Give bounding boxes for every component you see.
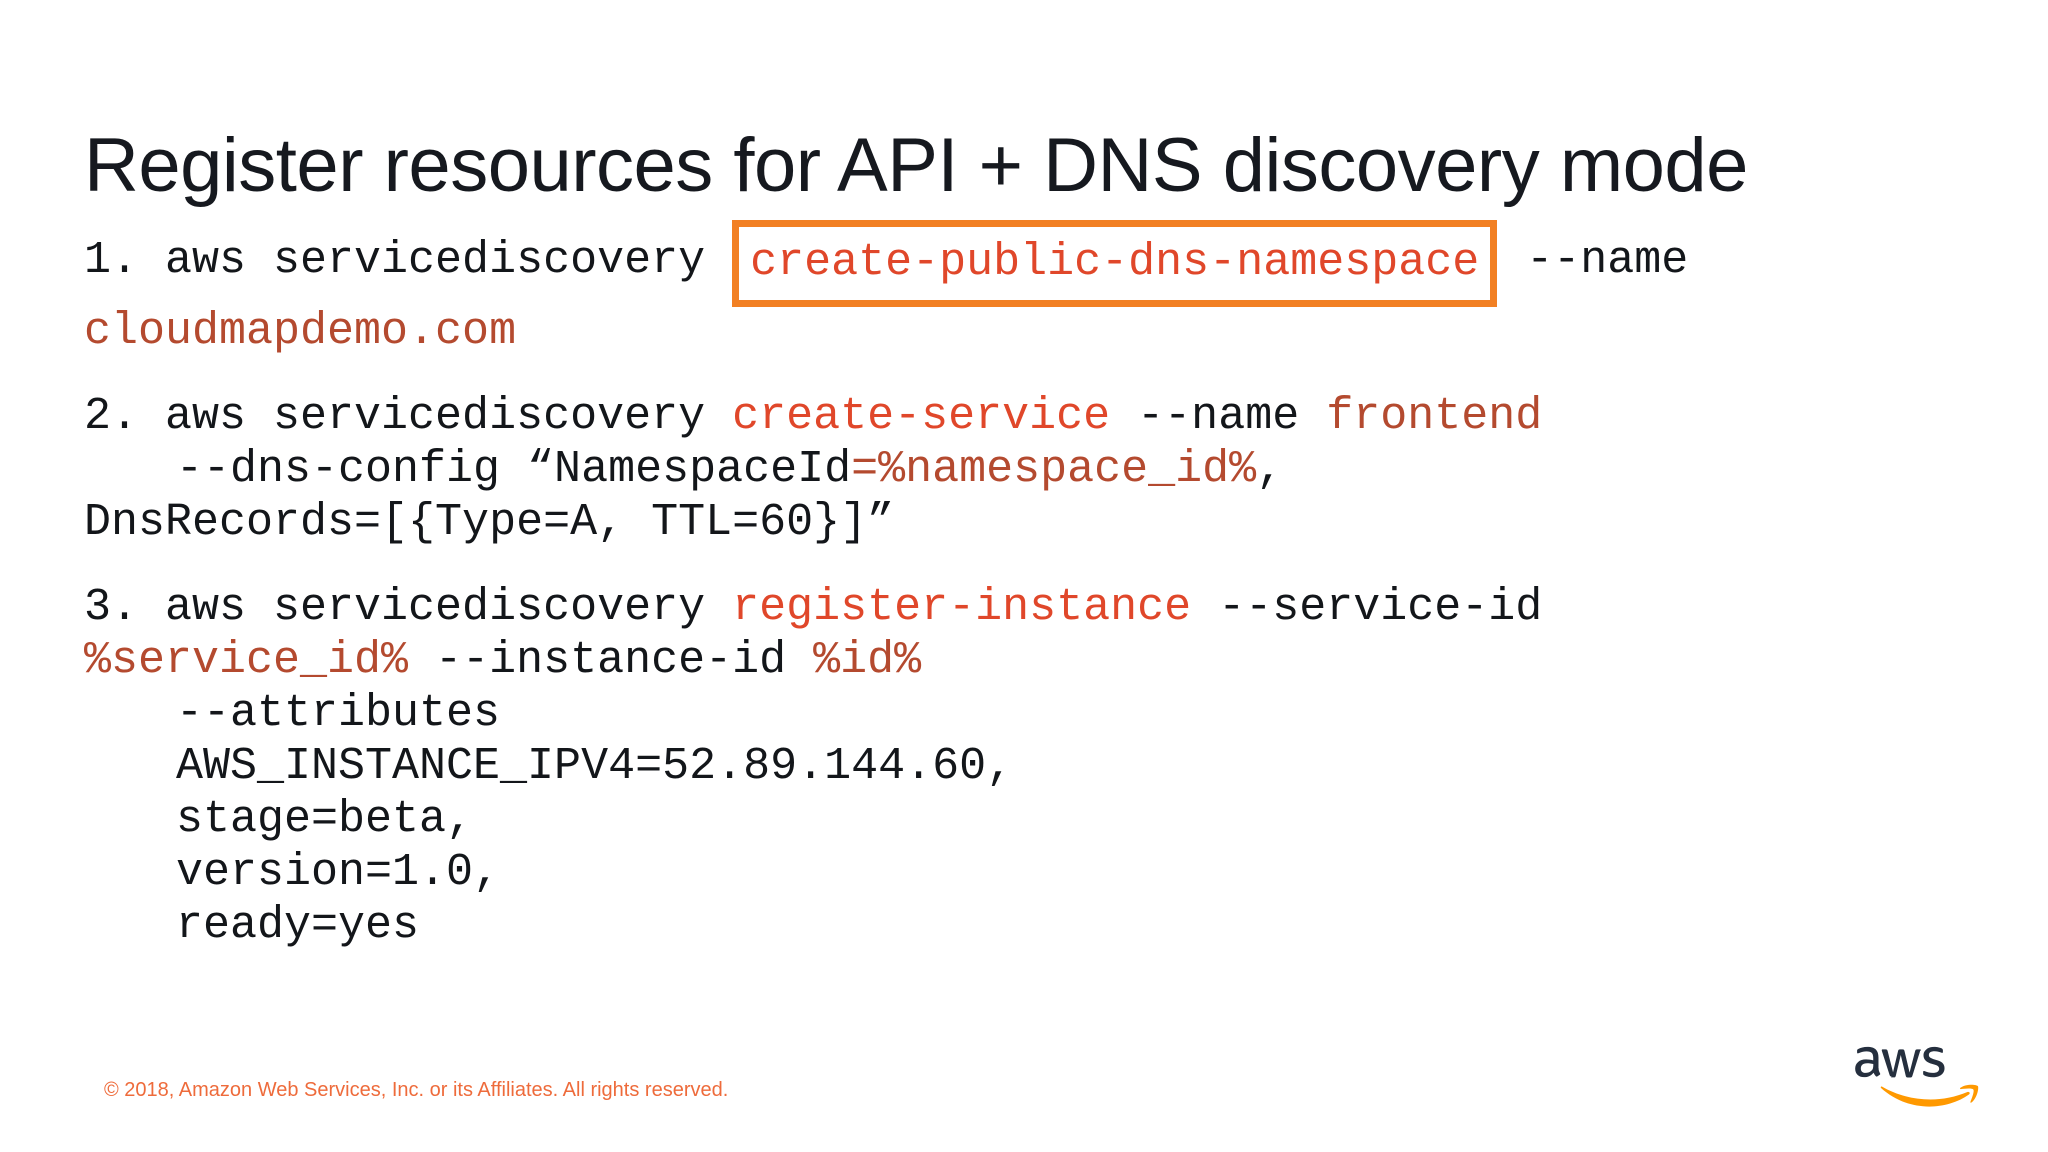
code-segment-plain: version=1.0, — [176, 847, 501, 898]
highlighted-subcommand: create-public-dns-namespace — [732, 220, 1498, 307]
code-segment-plain: ready=yes — [176, 900, 420, 951]
aws-wordmark-text — [1855, 1046, 1945, 1078]
code-segment-plain: --service-id — [1191, 582, 1543, 633]
code-line: --dns-config “NamespaceId=%namespace_id%… — [84, 443, 1884, 496]
code-segment-plain: --attributes — [176, 688, 501, 739]
code-line: 1. aws servicediscovery create-public-dn… — [84, 218, 1884, 307]
code-segment-plain: --name — [1110, 391, 1327, 442]
code-segment-plain: AWS_INSTANCE_IPV4=52.89.144.60, — [176, 741, 1014, 792]
aws-logo — [1850, 1042, 1982, 1114]
code-segment-command: create-public-dns-namespace — [750, 237, 1480, 288]
code-segment-cmd: register-instance — [732, 582, 1192, 633]
code-block-step-1: 1. aws servicediscovery create-public-dn… — [84, 218, 1884, 358]
code-line: cloudmapdemo.com — [84, 305, 1884, 358]
code-line: AWS_INSTANCE_IPV4=52.89.144.60, — [84, 740, 1884, 793]
code-line: %service_id% --instance-id %id% — [84, 634, 1884, 687]
code-line: ready=yes — [84, 899, 1884, 952]
page-title: Register resources for API + DNS discove… — [84, 122, 1748, 208]
code-segment-val: =%namespace_id% — [851, 444, 1257, 495]
code-line: 2. aws servicediscovery create-service -… — [84, 390, 1884, 443]
code-block-step-2: 2. aws servicediscovery create-service -… — [84, 390, 1884, 549]
code-segment-plain: DnsRecords=[{Type=A, TTL=60}]” — [84, 497, 895, 548]
code-line: version=1.0, — [84, 846, 1884, 899]
code-listing: 1. aws servicediscovery create-public-dn… — [84, 218, 1884, 952]
code-block-step-3: 3. aws servicediscovery register-instanc… — [84, 581, 1884, 952]
code-line: stage=beta, — [84, 793, 1884, 846]
code-segment-plain: stage=beta, — [176, 794, 474, 845]
code-segment-plain: --name — [1499, 235, 1689, 286]
code-segment-plain: --dns-config “NamespaceId — [176, 444, 852, 495]
code-segment-plain: 2. aws servicediscovery — [84, 391, 733, 442]
footer-copyright: © 2018, Amazon Web Services, Inc. or its… — [104, 1079, 729, 1101]
code-line: DnsRecords=[{Type=A, TTL=60}]” — [84, 496, 1884, 549]
code-segment-val: cloudmapdemo.com — [84, 306, 517, 357]
code-segment-plain: 3. aws servicediscovery — [84, 582, 733, 633]
code-segment-plain: , — [1256, 444, 1284, 495]
code-segment-cmd: create-service — [732, 391, 1111, 442]
aws-smile-arrow — [1880, 1084, 1979, 1107]
code-segment-plain: 1. aws servicediscovery — [84, 235, 733, 286]
code-segment-val: %service_id% — [84, 635, 409, 686]
code-segment-plain: --instance-id — [408, 635, 814, 686]
code-segment-val: frontend — [1326, 391, 1543, 442]
code-line: --attributes — [84, 687, 1884, 740]
code-line: 3. aws servicediscovery register-instanc… — [84, 581, 1884, 634]
code-segment-val: %id% — [813, 635, 922, 686]
